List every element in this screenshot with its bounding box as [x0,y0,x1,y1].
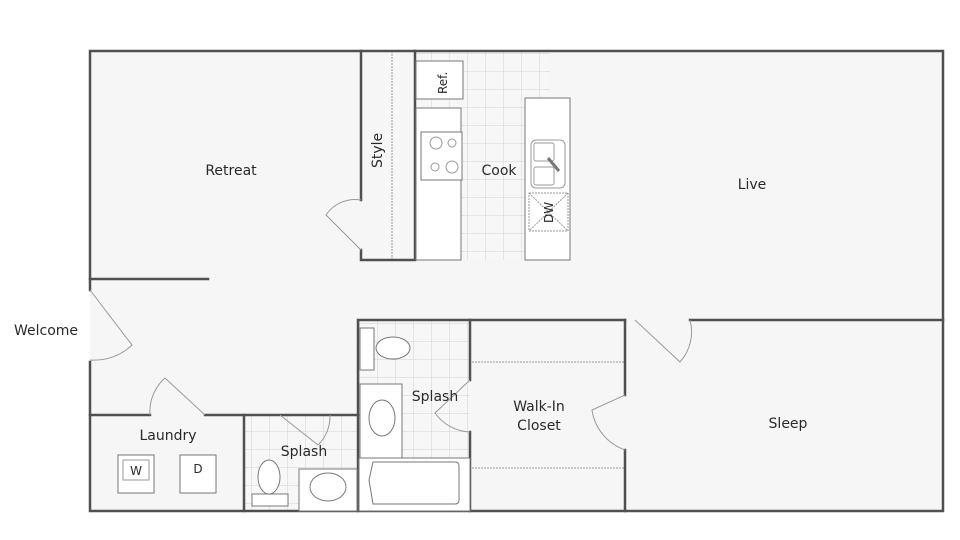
room-label-walkin-closet-2: Closet [517,418,561,434]
room-label-style: Style [370,133,386,168]
toilet-icon [251,459,289,507]
sink-icon [368,399,396,437]
toilet-icon [359,327,411,371]
closet-shelves [472,361,624,469]
washer-lid [122,459,150,481]
washer-label: W [130,464,142,478]
dishwasher-label: DW [542,202,556,223]
dryer [179,454,217,494]
dryer-label: D [193,462,202,476]
room-label-walkin-closet-1: Walk-In [513,399,565,415]
room-label-splash-2: Splash [412,389,458,405]
room-label-cook: Cook [481,163,517,179]
dishwasher-icon [528,192,569,232]
room-label-live: Live [738,177,767,193]
room-label-splash-1: Splash [281,444,327,460]
washer [117,454,155,494]
sink-icon [309,472,347,502]
bathtub-basin [368,461,460,505]
doors [89,199,693,451]
room-label-welcome: Welcome [14,323,78,339]
kitchen-island [524,97,571,261]
refrigerator-label: Ref. [436,72,450,94]
sink-icon [530,139,566,189]
room-label-laundry: Laundry [139,428,196,444]
stove-icon [420,131,463,181]
room-label-sleep: Sleep [769,416,808,432]
room-label-retreat: Retreat [205,163,257,179]
walls [88,49,945,513]
refrigerator [415,60,464,100]
counter-left [415,107,462,261]
